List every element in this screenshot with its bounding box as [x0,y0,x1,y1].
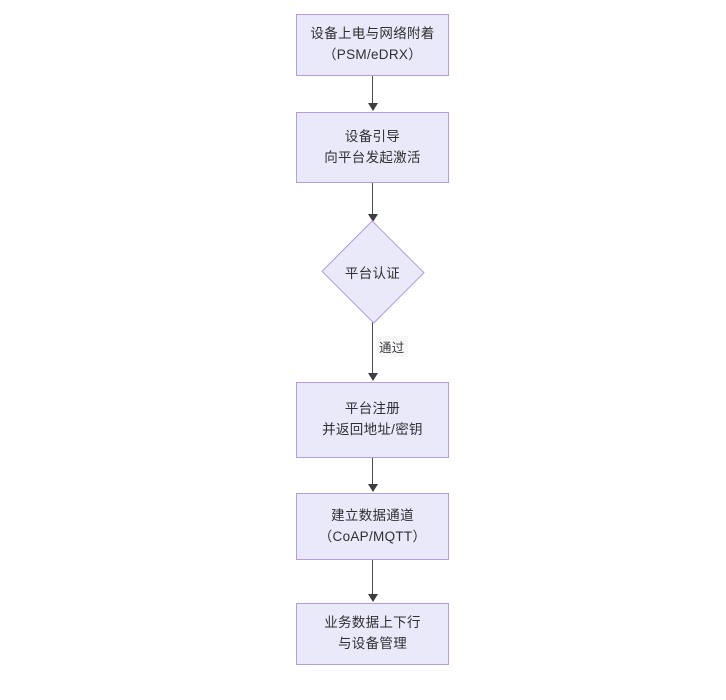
node-sublabel: 并返回地址/密钥 [322,422,423,437]
edge-connector [372,76,373,104]
process-node[interactable]: 业务数据上下行与设备管理 [296,603,449,665]
node-sublabel: （PSM/eDRX） [322,47,423,62]
arrow-head-icon [367,214,378,222]
node-sublabel: 向平台发起激活 [324,149,421,165]
node-label: 设备上电与网络附着 [310,26,435,42]
decision-node[interactable]: 平台认证 [320,220,425,324]
edge-connector [372,560,373,595]
edge-connector [372,321,373,374]
node-sublabel: （CoAP/MQTT） [318,528,427,544]
edge-connector [372,458,373,485]
arrow-head-icon [367,594,378,602]
process-node[interactable]: 平台注册并返回地址/密钥 [296,382,449,458]
node-label: 平台注册 [344,401,401,417]
node-label: 业务数据上下行 [324,615,421,631]
arrow-head-icon [367,103,378,111]
node-label: 平台认证 [344,266,401,281]
arrow-head-icon [367,373,378,381]
node-label: 建立数据通道 [331,507,414,523]
edge-connector [372,183,373,215]
process-node[interactable]: 设备引导向平台发起激活 [296,112,449,183]
process-node[interactable]: 建立数据通道 （CoAP/MQTT） [296,493,449,560]
arrow-head-icon [367,484,378,492]
process-node[interactable]: 设备上电与网络附着 （PSM/eDRX） [296,14,449,76]
edge-label: 通过 [376,335,408,357]
node-label: 设备引导 [344,128,401,144]
node-sublabel: 与设备管理 [338,636,407,651]
